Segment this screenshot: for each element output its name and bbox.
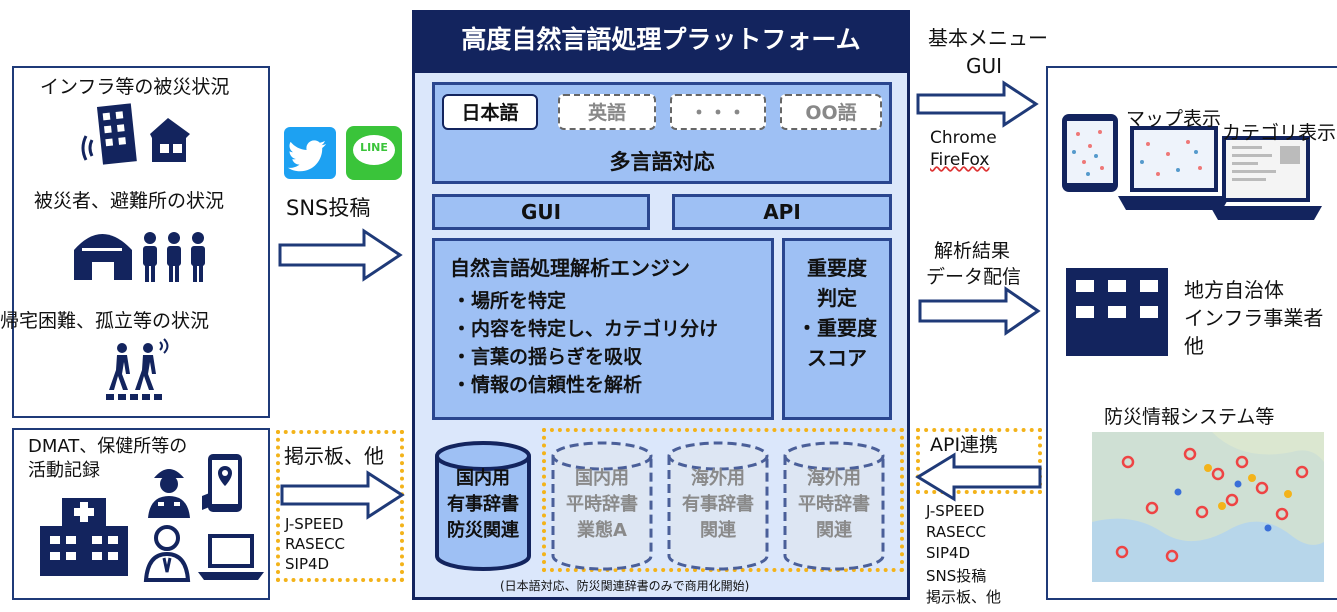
board-system-3: SIP4D [285,555,330,573]
dict2-line1: 国内用 [575,468,629,489]
board-system-2: RASECC [285,535,346,553]
dictionary-domestic-normal [551,441,653,571]
platform-title: 高度自然言語処理プラットフォーム [412,10,910,70]
hospital-icon [40,498,128,576]
infra-status-label: インフラ等の被災状況 [40,76,230,98]
importance-line3: ・重要度 [797,316,877,340]
api-system-1: J-SPEED [926,502,985,520]
lang-japanese: 日本語 [442,94,538,130]
dict3-line2: 有事辞書 [682,494,754,515]
twitter-icon [284,127,336,179]
analysis-result-line2: データ配信 [926,266,1022,288]
board-dotted-frame [276,430,404,582]
tablet-icon [1062,114,1118,192]
browser-chrome: Chrome [930,128,997,148]
nlp-engine-title: 自然言語処理解析エンジン [450,256,690,280]
board-to-platform-arrow [280,470,405,520]
sns-post-label: SNS投稿 [286,196,371,220]
dict3-line3: 関連 [700,520,736,541]
dictionary-domestic-emergency [435,441,531,571]
smartphone-map-icon [202,454,242,512]
gui-output-arrow [916,80,1039,128]
dictionary-overseas-normal [783,441,885,571]
basic-menu-gui: GUI [966,54,1003,78]
local-gov-line1: 地方自治体 [1184,278,1284,302]
api-system-5: 掲示板、他 [926,588,1002,606]
laptop-map-icon [1118,126,1230,210]
engine-item-1: ・場所を特定 [452,290,567,312]
shelter-people-icon [74,232,205,282]
category-view-label: カテゴリ表示 [1222,122,1337,144]
data-distribution-arrow [918,286,1041,336]
basic-menu-label: 基本メニュー [928,26,1048,50]
laptop-category-icon [1210,136,1322,220]
line-text: LINE [360,141,388,154]
dict1-line2: 有事辞書 [447,494,519,515]
importance-box [782,238,892,420]
dmat-label-line2: 活動記録 [28,460,100,481]
dict4-line3: 関連 [816,520,852,541]
damaged-building-icon [81,103,190,165]
engine-item-3: ・言葉の揺らぎを吸収 [452,346,643,368]
api-box: API [672,194,892,230]
local-gov-line3: 他 [1184,334,1204,358]
api-link-arrow [915,452,1042,502]
lang-ellipsis: ・・・ [670,94,766,130]
disaster-system-label: 防災情報システム等 [1104,406,1275,428]
analysis-result-line1: 解析結果 [934,240,1011,262]
lang-english: 英語 [558,94,656,130]
disaster-map-image [1092,432,1324,582]
lang-other: OO語 [780,94,882,130]
multi-language-label: 多言語対応 [609,150,715,174]
importance-line1: 重要度 [807,256,867,280]
importance-line4: スコア [807,346,867,370]
nlp-engine-box [432,238,774,420]
dict2-line3: 業態A [577,520,627,541]
return-status-label: 帰宅困難、孤立等の状況 [0,310,210,332]
api-link-label: API連携 [930,434,999,456]
person-icon [143,525,191,582]
engine-item-4: ・情報の信頼性を解析 [452,374,643,396]
map-view-label: マップ表示 [1126,108,1222,130]
engine-item-2: ・内容を特定し、カテゴリ分け [452,318,719,340]
api-system-3: SIP4D [926,544,971,562]
platform-footnote: (日本語対応、防災関連辞書のみで商用化開始) [500,579,750,593]
laptop-icon [198,534,264,580]
dict4-line2: 平時辞書 [798,494,870,515]
api-system-4: SNS投稿 [926,567,987,585]
board-label: 掲示板、他 [284,444,384,468]
walking-people-icon [106,338,169,400]
api-system-2: RASECC [926,523,987,541]
board-system-1: J-SPEED [285,515,344,533]
importance-line2: 判定 [817,286,857,310]
dict3-line1: 海外用 [691,468,745,489]
rescue-worker-icon [148,469,190,518]
dict4-line1: 海外用 [807,468,861,489]
api-link-dotted-frame [916,428,1042,494]
gui-box: GUI [432,194,650,230]
dmat-label-line1: DMAT、保健所等の [28,436,188,457]
browser-firefox: FireFox [930,150,990,170]
local-gov-line2: インフラ事業者 [1184,306,1324,330]
office-building-icon [1066,268,1168,356]
dict1-line1: 国内用 [456,468,510,489]
left-input-panel [12,66,270,418]
dict1-line3: 防災関連 [447,520,519,541]
sns-to-platform-arrow [278,228,403,282]
victim-status-label: 被災者、避難所の状況 [34,190,225,212]
line-icon: LINE [346,126,402,180]
dictionary-overseas-emergency [667,441,769,571]
dict2-line2: 平時辞書 [566,494,638,515]
